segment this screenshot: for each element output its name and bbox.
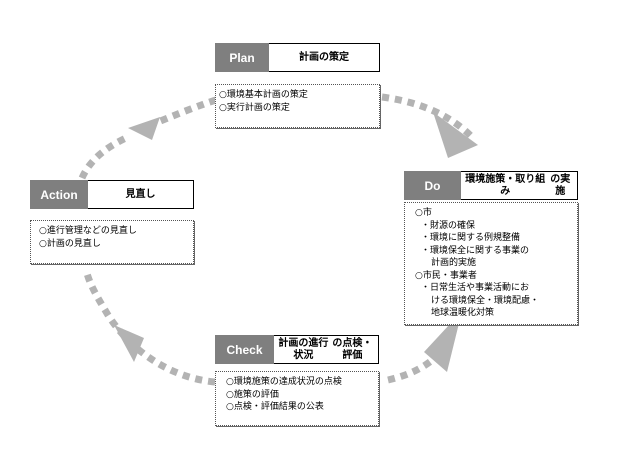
do-title-line: 環境施策・取り組み (465, 173, 546, 197)
action-title: 見直し (88, 180, 194, 209)
action-tag: Action (30, 180, 88, 209)
action-item: ○進行管理などの見直し (39, 226, 137, 236)
do-tag: Do (404, 171, 461, 200)
check-tag: Check (215, 335, 274, 364)
action-body: ○進行管理などの見直し ○計画の見直し (30, 220, 194, 264)
do-title: 環境施策・取り組み の実施 (461, 171, 578, 200)
do-header: Do 環境施策・取り組み の実施 (404, 171, 578, 200)
do-body: ○市 ・財源の確保 ・環境に関する例規整備 ・環境保全に関する事業の 計画的実施… (404, 202, 578, 325)
plan-header: Plan 計画の策定 (215, 43, 380, 72)
check-title-line: 計画の進行状況 (278, 337, 329, 361)
do-item: ○市民・事業者 (415, 270, 477, 281)
cycle-arc-action-to-plan (78, 134, 128, 180)
check-item: ○環境施策の達成状況の点検 (226, 377, 342, 387)
arrowhead-to-action (114, 325, 144, 362)
action-item: ○計画の見直し (39, 238, 101, 249)
check-item: ○点検・評価結果の公表 (226, 402, 324, 412)
plan-title: 計画の策定 (269, 43, 380, 72)
do-item: ・環境に関する例規整備 (421, 233, 521, 243)
check-header: Check 計画の進行状況 の点検・評価 (215, 335, 379, 364)
action-header: Action 見直し (30, 180, 194, 209)
check-title: 計画の進行状況 の点検・評価 (274, 335, 379, 364)
cycle-arc-plan-to-do (381, 93, 475, 140)
do-item: ・財源の確保 (421, 220, 476, 231)
plan-body: ○環境基本計画の策定 ○実行計画の策定 (215, 84, 380, 128)
check-item: ○施策の評価 (226, 389, 279, 400)
do-item: 計画的実施 (431, 258, 477, 268)
do-item: ・環境保全に関する事業の (421, 245, 530, 256)
arrowhead-to-do (433, 112, 478, 158)
check-title-line: の点検・評価 (332, 337, 373, 361)
do-item: ○市 (415, 208, 432, 218)
check-body: ○環境施策の達成状況の点検 ○施策の評価 ○点検・評価結果の公表 (215, 371, 379, 426)
do-item: ・日常生活や事業活動にお (421, 283, 530, 293)
cycle-arc-plan-start (156, 96, 218, 126)
plan-tag: Plan (215, 43, 269, 72)
cycle-arc-check-to-action (82, 269, 216, 386)
cycle-arc-do-to-check (387, 353, 440, 384)
plan-item: ○環境基本計画の策定 (219, 90, 308, 100)
do-title-line: の実施 (550, 173, 571, 197)
arrowhead-to-plan (128, 117, 160, 140)
arrowhead-to-check (424, 311, 462, 372)
plan-item: ○実行計画の策定 (219, 102, 290, 113)
do-item: 地球温暖化対策 (431, 308, 495, 318)
do-item: ける環境保全・環境配慮・ (431, 295, 540, 306)
